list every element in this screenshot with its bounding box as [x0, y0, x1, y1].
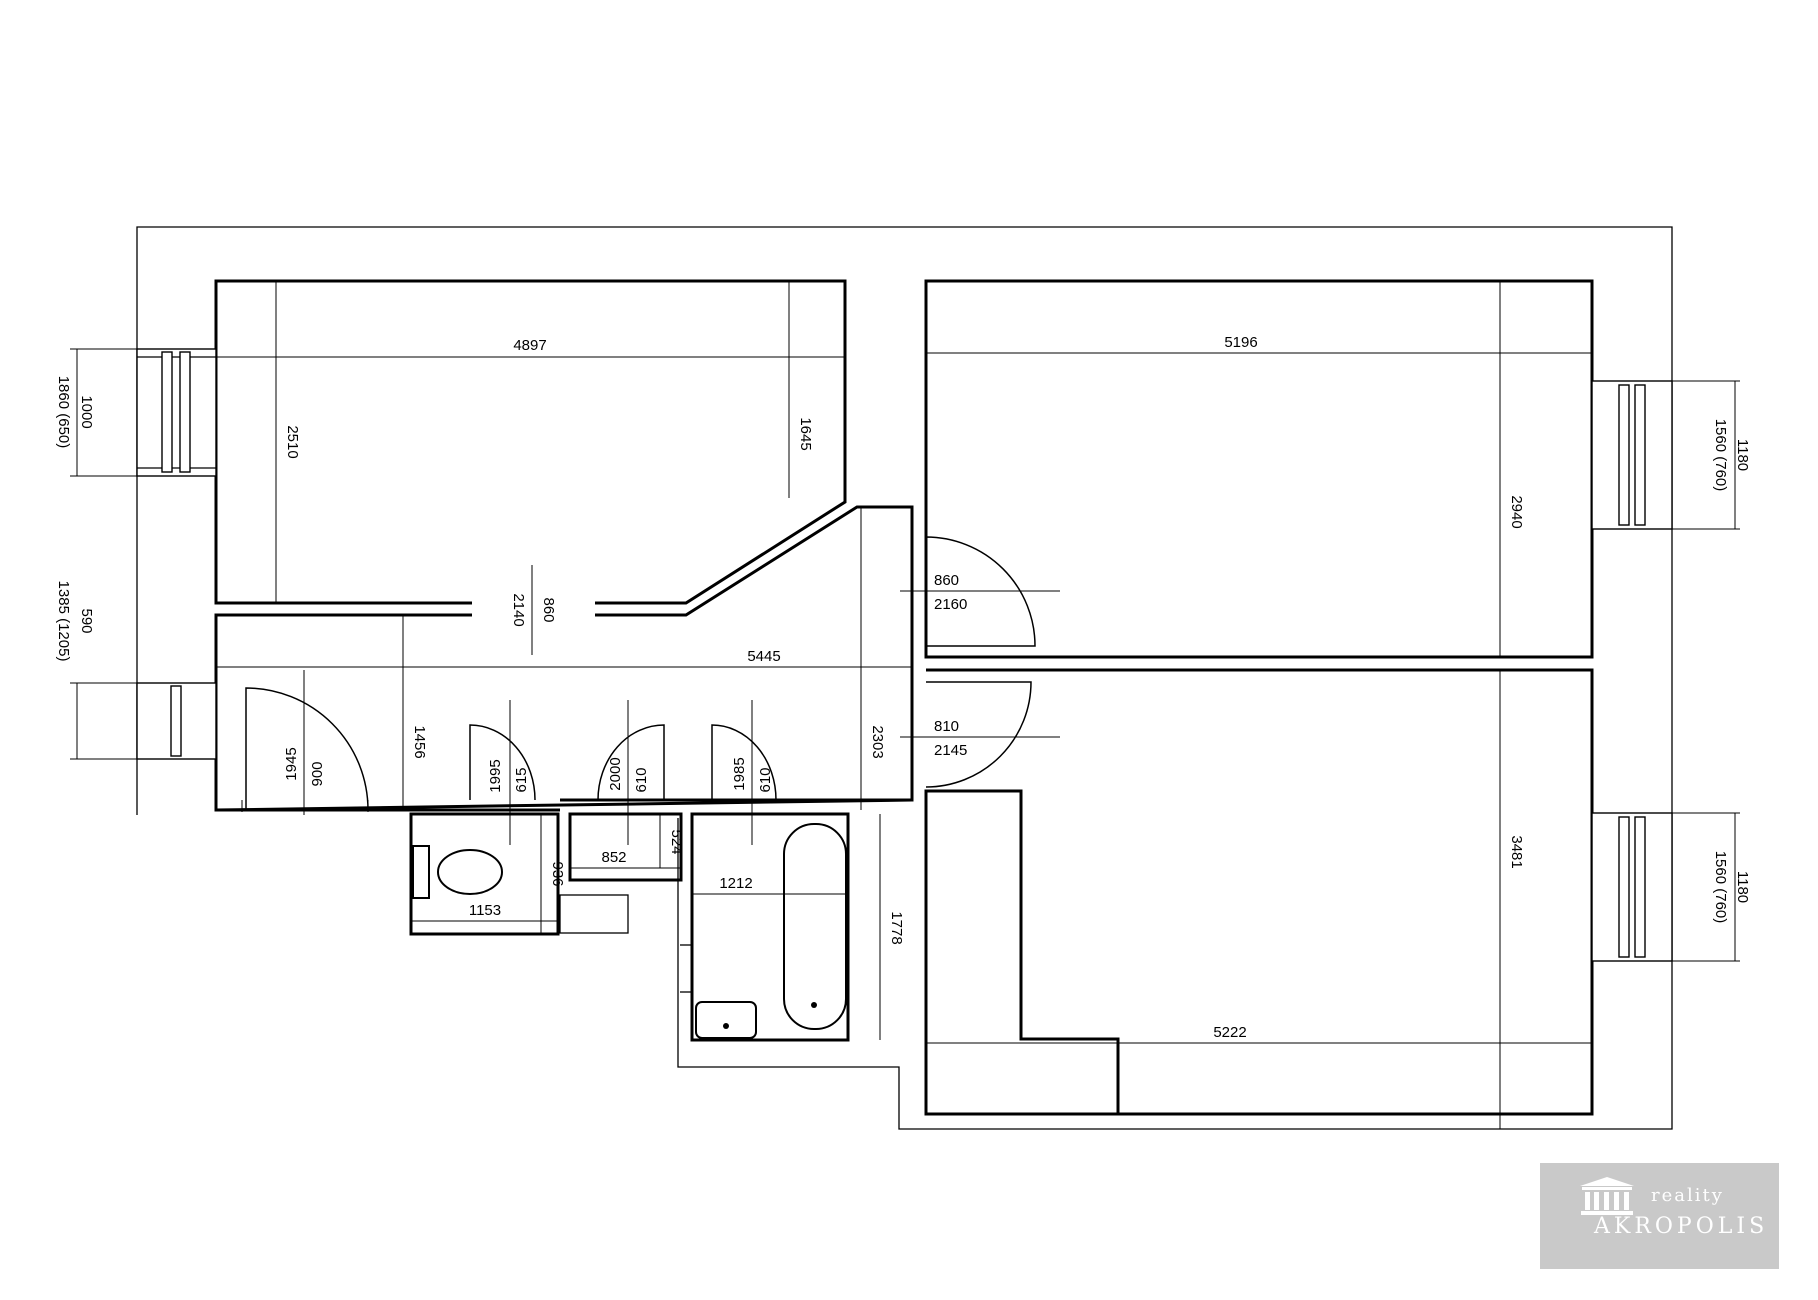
door-wc — [469, 724, 536, 801]
sink — [695, 1001, 757, 1039]
dim-hall-width: 1456 — [411, 725, 428, 758]
dim-room3-window-a: 1560 (760) — [1712, 851, 1729, 924]
door-bath — [711, 724, 777, 801]
dim-bath-door-width: 610 — [757, 767, 774, 792]
dim-room2-door-width: 860 — [934, 572, 959, 589]
door-room-2 — [925, 536, 1036, 647]
dim-wc-depth: 936 — [549, 861, 566, 886]
dim-room1-width: 4897 — [513, 337, 546, 354]
dim-room2-width: 5196 — [1224, 334, 1257, 351]
room-1 — [214, 279, 847, 812]
bathroom — [680, 812, 850, 1042]
dim-room2-height: 2940 — [1508, 495, 1525, 528]
window-left-top — [136, 348, 217, 477]
dim-hall-height-right: 2303 — [869, 725, 886, 758]
dim-pantry-door-width: 610 — [633, 767, 650, 792]
dim-bath-door-height: 1985 — [731, 757, 748, 790]
dim-room3-height: 3481 — [1508, 835, 1525, 868]
dim-window-left-top-b: 1860 (650) — [55, 376, 72, 449]
dim-room3-window-b: 1180 — [1734, 871, 1751, 903]
dim-room3-width: 5222 — [1213, 1024, 1246, 1041]
window-right-bottom — [1591, 812, 1673, 962]
dim-pantry-depth: 524 — [668, 829, 685, 854]
dim-room1-right-wall: 1645 — [797, 417, 814, 450]
door-pantry — [597, 724, 665, 801]
temple-columns-icon — [1580, 1177, 1634, 1215]
dim-window-left-top-a: 1000 — [78, 395, 95, 428]
dim-room3-door-height: 2145 — [934, 742, 967, 759]
wc-room — [409, 812, 560, 936]
dim-bath-width: 1212 — [719, 875, 752, 892]
dim-window-left-bottom-a: 590 — [78, 608, 95, 633]
dim-entry-door-height: 1945 — [283, 747, 300, 780]
hallway — [215, 505, 914, 812]
logo-reality-text: reality — [1651, 1185, 1724, 1206]
dimension-lines — [70, 281, 1740, 1129]
dim-wc-door-width: 615 — [513, 767, 530, 792]
dim-opening-width: 860 — [540, 597, 557, 622]
dim-bath-depth: 1778 — [888, 911, 905, 944]
dim-pantry-width: 852 — [601, 849, 626, 866]
door-entry — [241, 687, 369, 812]
dim-wc-width: 1153 — [469, 902, 501, 919]
dim-wc-door-height: 1995 — [487, 759, 504, 792]
logo-name-text: AKROPOLIS — [1594, 1214, 1769, 1239]
outer-envelope — [136, 226, 1673, 1130]
dim-entry-door-width: 900 — [309, 761, 326, 786]
dim-room3-door-width: 810 — [934, 718, 959, 735]
bathtub — [783, 823, 847, 1030]
logo-box — [1540, 1163, 1779, 1269]
dim-room2-window-b: 1180 — [1734, 439, 1751, 471]
dim-opening-height: 2140 — [510, 593, 527, 626]
dim-room2-window-a: 1560 (760) — [1712, 419, 1729, 492]
dim-hall-length: 5445 — [747, 648, 780, 665]
door-room-3 — [925, 681, 1032, 788]
dim-window-left-bottom-b: 1385 (1205) — [55, 581, 72, 662]
window-left-bottom — [136, 682, 217, 760]
dim-room1-height: 2510 — [284, 425, 301, 458]
window-right-top — [1591, 380, 1673, 530]
pantry-room — [559, 812, 683, 934]
dim-room2-door-height: 2160 — [934, 596, 967, 613]
dim-pantry-door-height: 2000 — [607, 757, 624, 790]
